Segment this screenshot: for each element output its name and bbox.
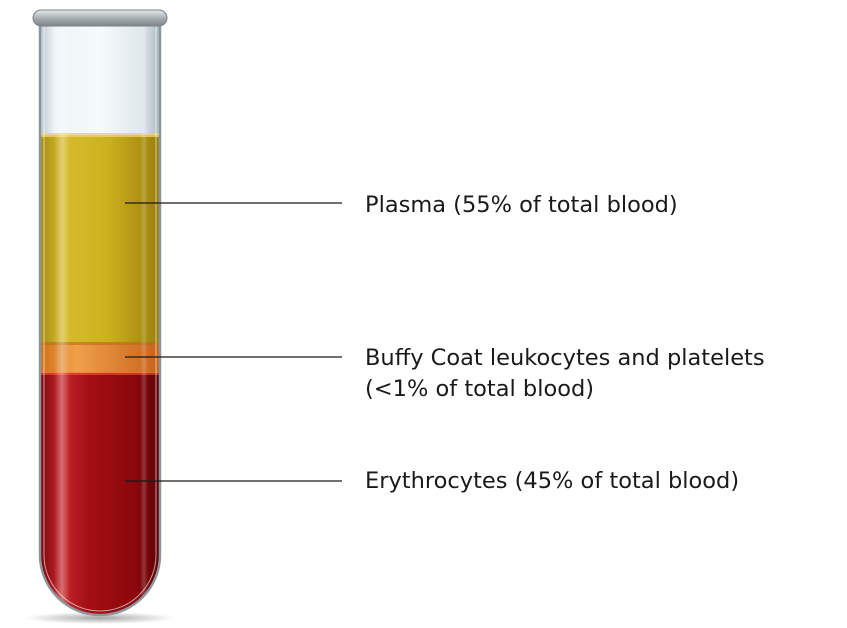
buffy-coat-label-line1: Buffy Coat leukocytes and platelets <box>365 343 765 374</box>
erythrocytes-label-text: Erythrocytes (45% of total blood) <box>365 466 739 497</box>
buffy-coat-label: Buffy Coat leukocytes and platelets (<1%… <box>365 343 765 405</box>
test-tube <box>40 22 160 628</box>
tube-rim <box>33 10 167 26</box>
plasma-label: Plasma (55% of total blood) <box>365 190 678 221</box>
erythrocytes-label: Erythrocytes (45% of total blood) <box>365 466 739 497</box>
buffy-coat-label-line2: (<1% of total blood) <box>365 374 765 405</box>
plasma-label-text: Plasma (55% of total blood) <box>365 190 678 221</box>
glass-highlight-right <box>140 22 148 622</box>
glass-highlight-left <box>54 22 70 622</box>
